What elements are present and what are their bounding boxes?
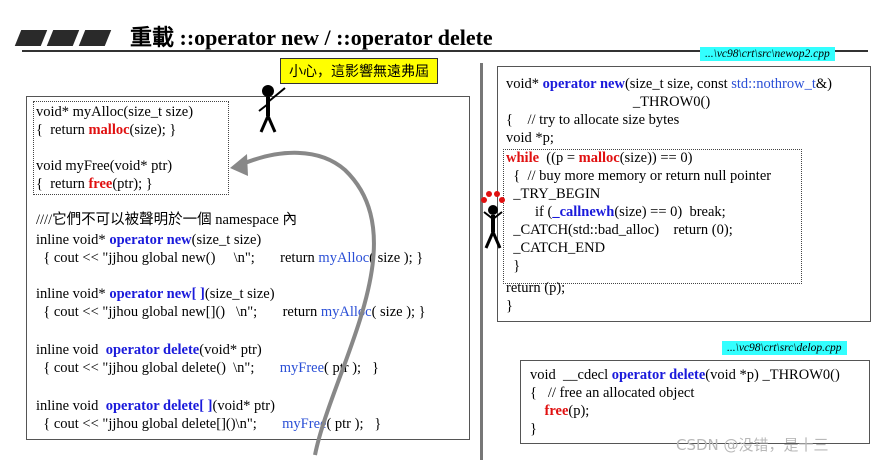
code-line: { return free(ptr); }: [36, 176, 153, 192]
curved-arrow-icon: [230, 150, 376, 456]
delop-code-box: [520, 360, 870, 444]
stick-figure-icon: [258, 85, 286, 133]
code-line: }: [530, 421, 537, 437]
code-line: { // buy more memory or return null poin…: [506, 168, 772, 184]
code-line: void* operator new(size_t size, const st…: [506, 76, 832, 92]
newop2-code: void* operator new(size_t size, const st…: [506, 75, 866, 319]
code-line: void __cdecl operator delete(void *p) _T…: [530, 367, 840, 383]
code-line: { // try to allocate size bytes: [506, 112, 680, 128]
code-line: { cout << "jjhou global delete[]()\n"; m…: [36, 416, 382, 432]
code-line: inline void* operator new(size_t size): [36, 232, 262, 248]
alloc-helpers-frame: [33, 101, 229, 195]
code-line: free(p);: [544, 403, 590, 419]
code-line: { // free an allocated object: [530, 385, 695, 401]
code-line: ////它們不可以被聲明於一個 namespace 內: [36, 212, 297, 228]
code-line: }: [506, 298, 513, 314]
code-line: if (_callnewh(size) == 0) break;: [506, 204, 726, 220]
code-line: inline void* operator new[ ](size_t size…: [36, 286, 275, 302]
file-path-newop2: ...\vc98\crt\src\newop2.cpp: [700, 47, 835, 61]
left-code: void* myAlloc(size_t size) { return mallo…: [36, 101, 466, 437]
left-code-box: [26, 96, 470, 440]
code-line: void myFree(void* ptr): [36, 158, 173, 174]
code-line: return (p);: [506, 280, 566, 296]
title-decoration: [12, 30, 112, 46]
code-line: }: [506, 258, 521, 274]
code-line: _CATCH(std::bad_alloc) return (0);: [506, 222, 733, 238]
delop-code: void __cdecl operator delete(void *p) _T…: [530, 366, 866, 440]
juggler-figure-icon: [481, 191, 505, 249]
code-line: { cout << "jjhou global new[]() \n"; ret…: [36, 304, 426, 320]
file-path-delop: ...\vc98\crt\src\delop.cpp: [722, 341, 847, 355]
code-line: _THROW0(): [506, 94, 711, 110]
watermark: CSDN @没错，是十三: [676, 436, 829, 454]
code-line: while ((p = malloc(size)) == 0): [506, 150, 693, 166]
warning-callout: 小心，這影響無遠弗屆: [280, 58, 438, 84]
code-line: { cout << "jjhou global delete() \n"; my…: [36, 360, 379, 376]
code-line: _CATCH_END: [506, 240, 606, 256]
code-line: inline void operator delete(void* ptr): [36, 342, 262, 358]
code-line: inline void operator delete[ ](void* ptr…: [36, 398, 275, 414]
page-title: 重載 ::operator new / ::operator delete: [130, 25, 493, 50]
title-underline: [22, 50, 868, 52]
code-line: void *p;: [506, 130, 554, 146]
column-divider: [480, 63, 483, 460]
code-line: void* myAlloc(size_t size): [36, 104, 194, 120]
while-loop-frame: [503, 149, 802, 284]
newop2-code-box: [497, 66, 871, 322]
code-line: _TRY_BEGIN: [506, 186, 601, 202]
code-line: { return malloc(size); }: [36, 122, 177, 138]
